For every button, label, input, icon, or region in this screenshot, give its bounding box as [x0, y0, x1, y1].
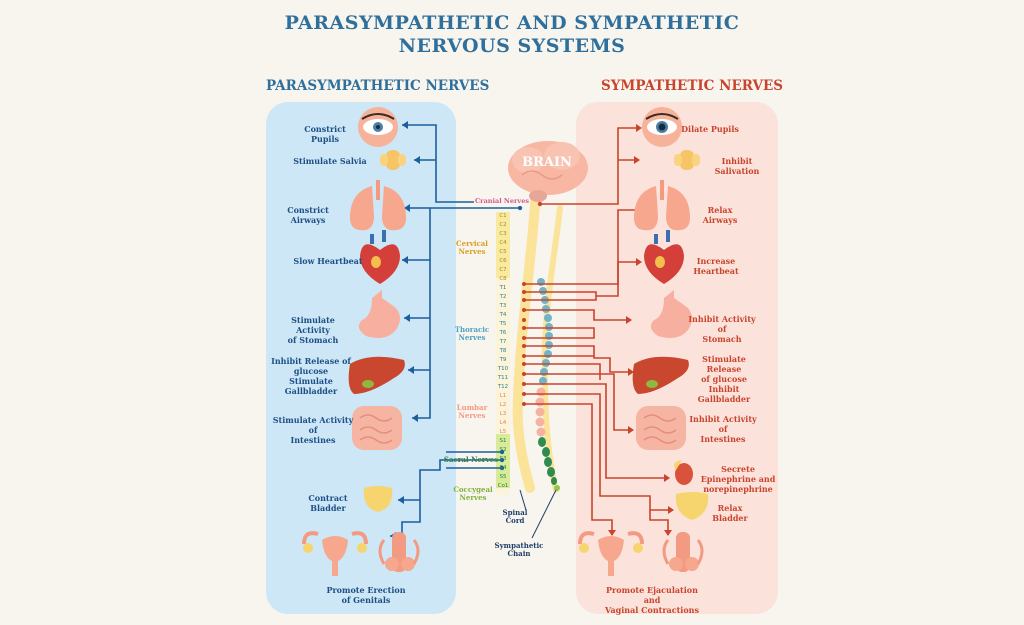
eye-icon: [358, 107, 398, 147]
vertebra-l1: L1: [499, 393, 507, 399]
liver-icon-right: [632, 356, 689, 394]
label-relax-bladder: Relax Bladder: [712, 503, 748, 523]
brain-label: BRAIN: [522, 155, 572, 170]
vertebra-c7: C7: [499, 267, 507, 273]
lungs-icon: [350, 180, 406, 231]
label-stimulate-stomach: Stimulate Activity of Stomach: [287, 315, 339, 345]
label-inhibit-stomach: Inhibit Activity of Stomach: [688, 314, 756, 344]
label-promote-erection: Promote Erection of Genitals: [326, 585, 406, 605]
label-relax-airways: Relax Airways: [702, 205, 738, 225]
eye-icon-right: [642, 107, 682, 147]
vertebra-l2: L2: [499, 402, 507, 408]
vertebra-c3: C3: [499, 231, 507, 237]
label-dilate-pupils: Dilate Pupils: [681, 124, 739, 134]
vertebra-t9: T9: [499, 357, 507, 363]
vertebra-c2: C2: [499, 222, 507, 228]
label-promote-ejaculation: Promote Ejaculation and Vaginal Contract…: [605, 585, 699, 615]
label-secrete-epinephrine: Secrete Epinephrine and norepinephrine: [700, 464, 776, 494]
vertebra-c4: C4: [499, 240, 507, 246]
vertebra-c6: C6: [499, 258, 507, 264]
intestines-icon-right: [636, 406, 686, 450]
brain-icon: [508, 141, 588, 202]
female-genitals-icon: [302, 531, 368, 576]
page-title-line1: PARASYMPATHETIC AND SYMPATHETIC: [284, 12, 740, 34]
female-genitals-icon-right: [578, 531, 644, 576]
vertebra-t6: T6: [499, 330, 507, 336]
vertebra-t7: T7: [499, 339, 507, 345]
vertebra-s5: S5: [499, 474, 507, 480]
vertebra-t1: T1: [499, 285, 507, 291]
vertebra-c5: C5: [499, 249, 507, 255]
salivary-gland-icon-right: [674, 150, 700, 170]
vertebra-l4: L4: [499, 420, 507, 426]
label-slow-heartbeat: Slow Heartbeat: [293, 256, 363, 266]
spinal-cord-label: Spinal Cord: [502, 508, 528, 526]
vertebra-l5: L5: [499, 429, 507, 435]
heart-icon-right: [644, 230, 684, 284]
parasympathetic-heading: PARASYMPATHETIC NERVES: [266, 78, 490, 94]
sympathetic-chain-pointer: [531, 489, 557, 539]
lumbar-nerves-label: Lumbar Nerves: [456, 403, 488, 421]
vertebra-t3: T3: [499, 303, 507, 309]
kidney-icon: [674, 460, 693, 485]
thoracic-nerves-label: Thoracic Nerves: [454, 325, 490, 343]
cranial-nerves-label: Cranial Nerves: [474, 197, 530, 206]
vertebra-l3: L3: [499, 411, 507, 417]
male-genitals-icon-right: [662, 532, 704, 572]
intestines-icon: [352, 406, 402, 450]
vertebra-t12: T12: [497, 384, 509, 390]
lungs-icon-right: [634, 180, 690, 231]
sympathetic-chain-label: Sympathetic Chain: [494, 541, 544, 559]
label-stimulate-intestines: Stimulate Activity of Intestines: [272, 415, 354, 445]
coccygeal-nerves-label: Coccygeal Nerves: [453, 485, 493, 503]
bladder-icon-right: [675, 492, 709, 520]
label-constrict-airways: Constrict Airways: [287, 205, 329, 225]
vertebra-t8: T8: [499, 348, 507, 354]
vertebra-s4: S4: [499, 465, 507, 471]
vertebra-t10: T10: [497, 366, 509, 372]
vertebra-t2: T2: [499, 294, 507, 300]
vertebra-co1: Co1: [497, 483, 509, 489]
label-inhibit-glucose: Inhibit Release of glucose Stimulate Gal…: [271, 356, 351, 396]
vertebra-column: [496, 212, 510, 495]
vertebra-s1: S1: [499, 438, 507, 444]
vertebra-s3: S3: [499, 456, 507, 462]
male-genitals-icon: [378, 532, 420, 572]
stomach-icon-right: [650, 290, 692, 338]
sympathetic-heading: SYMPATHETIC NERVES: [601, 78, 784, 94]
page-title-line2: NERVOUS SYSTEMS: [398, 35, 626, 57]
vertebra-c8: C8: [499, 276, 507, 282]
label-stimulate-salvia: Stimulate Salvia: [293, 156, 367, 166]
heart-icon: [360, 230, 400, 284]
stomach-icon: [358, 290, 400, 338]
liver-icon: [348, 356, 405, 394]
vertebra-t4: T4: [499, 312, 507, 318]
label-contract-bladder: Contract Bladder: [308, 493, 348, 513]
label-increase-heartbeat: Increase Heartbeat: [693, 256, 739, 276]
spinal-cord-shape: [512, 185, 541, 493]
salivary-gland-icon: [380, 150, 406, 170]
bladder-icon: [363, 486, 393, 512]
vertebra-t5: T5: [499, 321, 507, 327]
label-constrict-pupils: Constrict Pupils: [304, 124, 346, 144]
sacral-nerves-label: Sacral Nerves: [443, 455, 499, 464]
vertebra-t11: T11: [497, 375, 509, 381]
parasympathetic-panel: [266, 102, 456, 614]
label-inhibit-intestines: Inhibit Activity of Intestines: [689, 414, 757, 444]
label-stimulate-glucose: Stimulate Release of glucose Inhibit Gal…: [697, 354, 751, 404]
vertebra-c1: C1: [499, 213, 507, 219]
spinal-cord-pointer: [519, 489, 527, 511]
sympathetic-pathways: [524, 127, 672, 534]
vertebra-s2: S2: [499, 447, 507, 453]
cervical-nerves-label: Cervical Nerves: [456, 239, 488, 257]
label-inhibit-salivation: Inhibit Salivation: [714, 156, 760, 176]
